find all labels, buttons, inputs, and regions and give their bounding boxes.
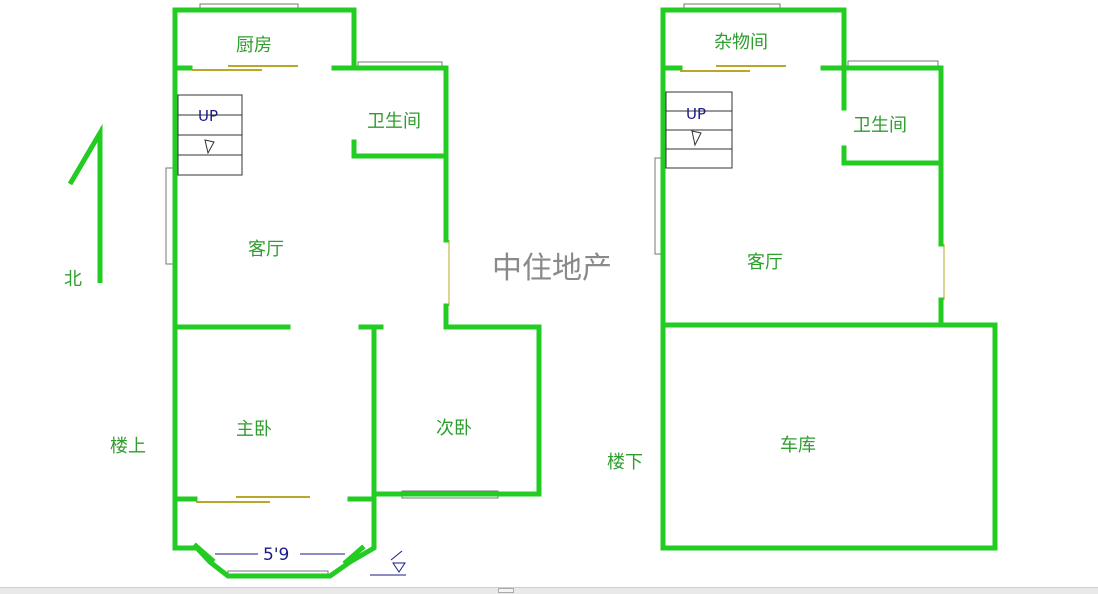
room-label-kitchen: 厨房 — [236, 35, 272, 56]
wall — [172, 7, 357, 70]
window — [165, 167, 174, 265]
room-label-master-bedroom: 主卧 — [236, 419, 272, 440]
floor-label-downstairs: 楼下 — [607, 452, 643, 473]
wall — [342, 544, 366, 566]
stair-arrow-icon — [691, 130, 702, 147]
room-label-bathroom: 卫生间 — [853, 115, 907, 136]
wall — [192, 542, 216, 564]
wall — [820, 65, 944, 247]
stair-up-label: UP — [198, 107, 218, 125]
level-marker-icon — [370, 550, 406, 576]
wall — [660, 7, 998, 551]
wall — [660, 7, 847, 71]
wall — [331, 65, 449, 243]
wall — [351, 139, 449, 159]
lower-floor-plan: UP 杂物间 卫生间 客厅 车库 楼下 — [607, 3, 998, 551]
room-label-bathroom: 卫生间 — [367, 111, 421, 132]
room-label-garage: 车库 — [780, 435, 816, 456]
room-label-storage: 杂物间 — [714, 32, 768, 53]
north-arrow-icon — [67, 123, 103, 283]
room-label-living-room: 客厅 — [248, 239, 284, 260]
floor-label-upstairs: 楼上 — [110, 436, 146, 457]
room-label-second-bedroom: 次卧 — [436, 418, 472, 439]
dimension-label: 5'9 — [263, 545, 289, 565]
stair-arrow-icon — [204, 139, 215, 155]
stair-up-label: UP — [686, 105, 706, 123]
scrollbar-grip[interactable] — [498, 588, 514, 593]
north-label: 北 — [64, 269, 82, 290]
wall — [172, 7, 377, 579]
wall — [841, 145, 944, 166]
room-label-living-room: 客厅 — [747, 252, 783, 273]
staircase — [665, 91, 733, 169]
wall — [373, 303, 542, 497]
watermark: 中住地产 — [492, 251, 612, 286]
upper-floor-plan: UP 5'9 厨房 卫生间 客厅 主卧 次卧 楼上 — [110, 3, 542, 579]
staircase — [177, 94, 243, 176]
